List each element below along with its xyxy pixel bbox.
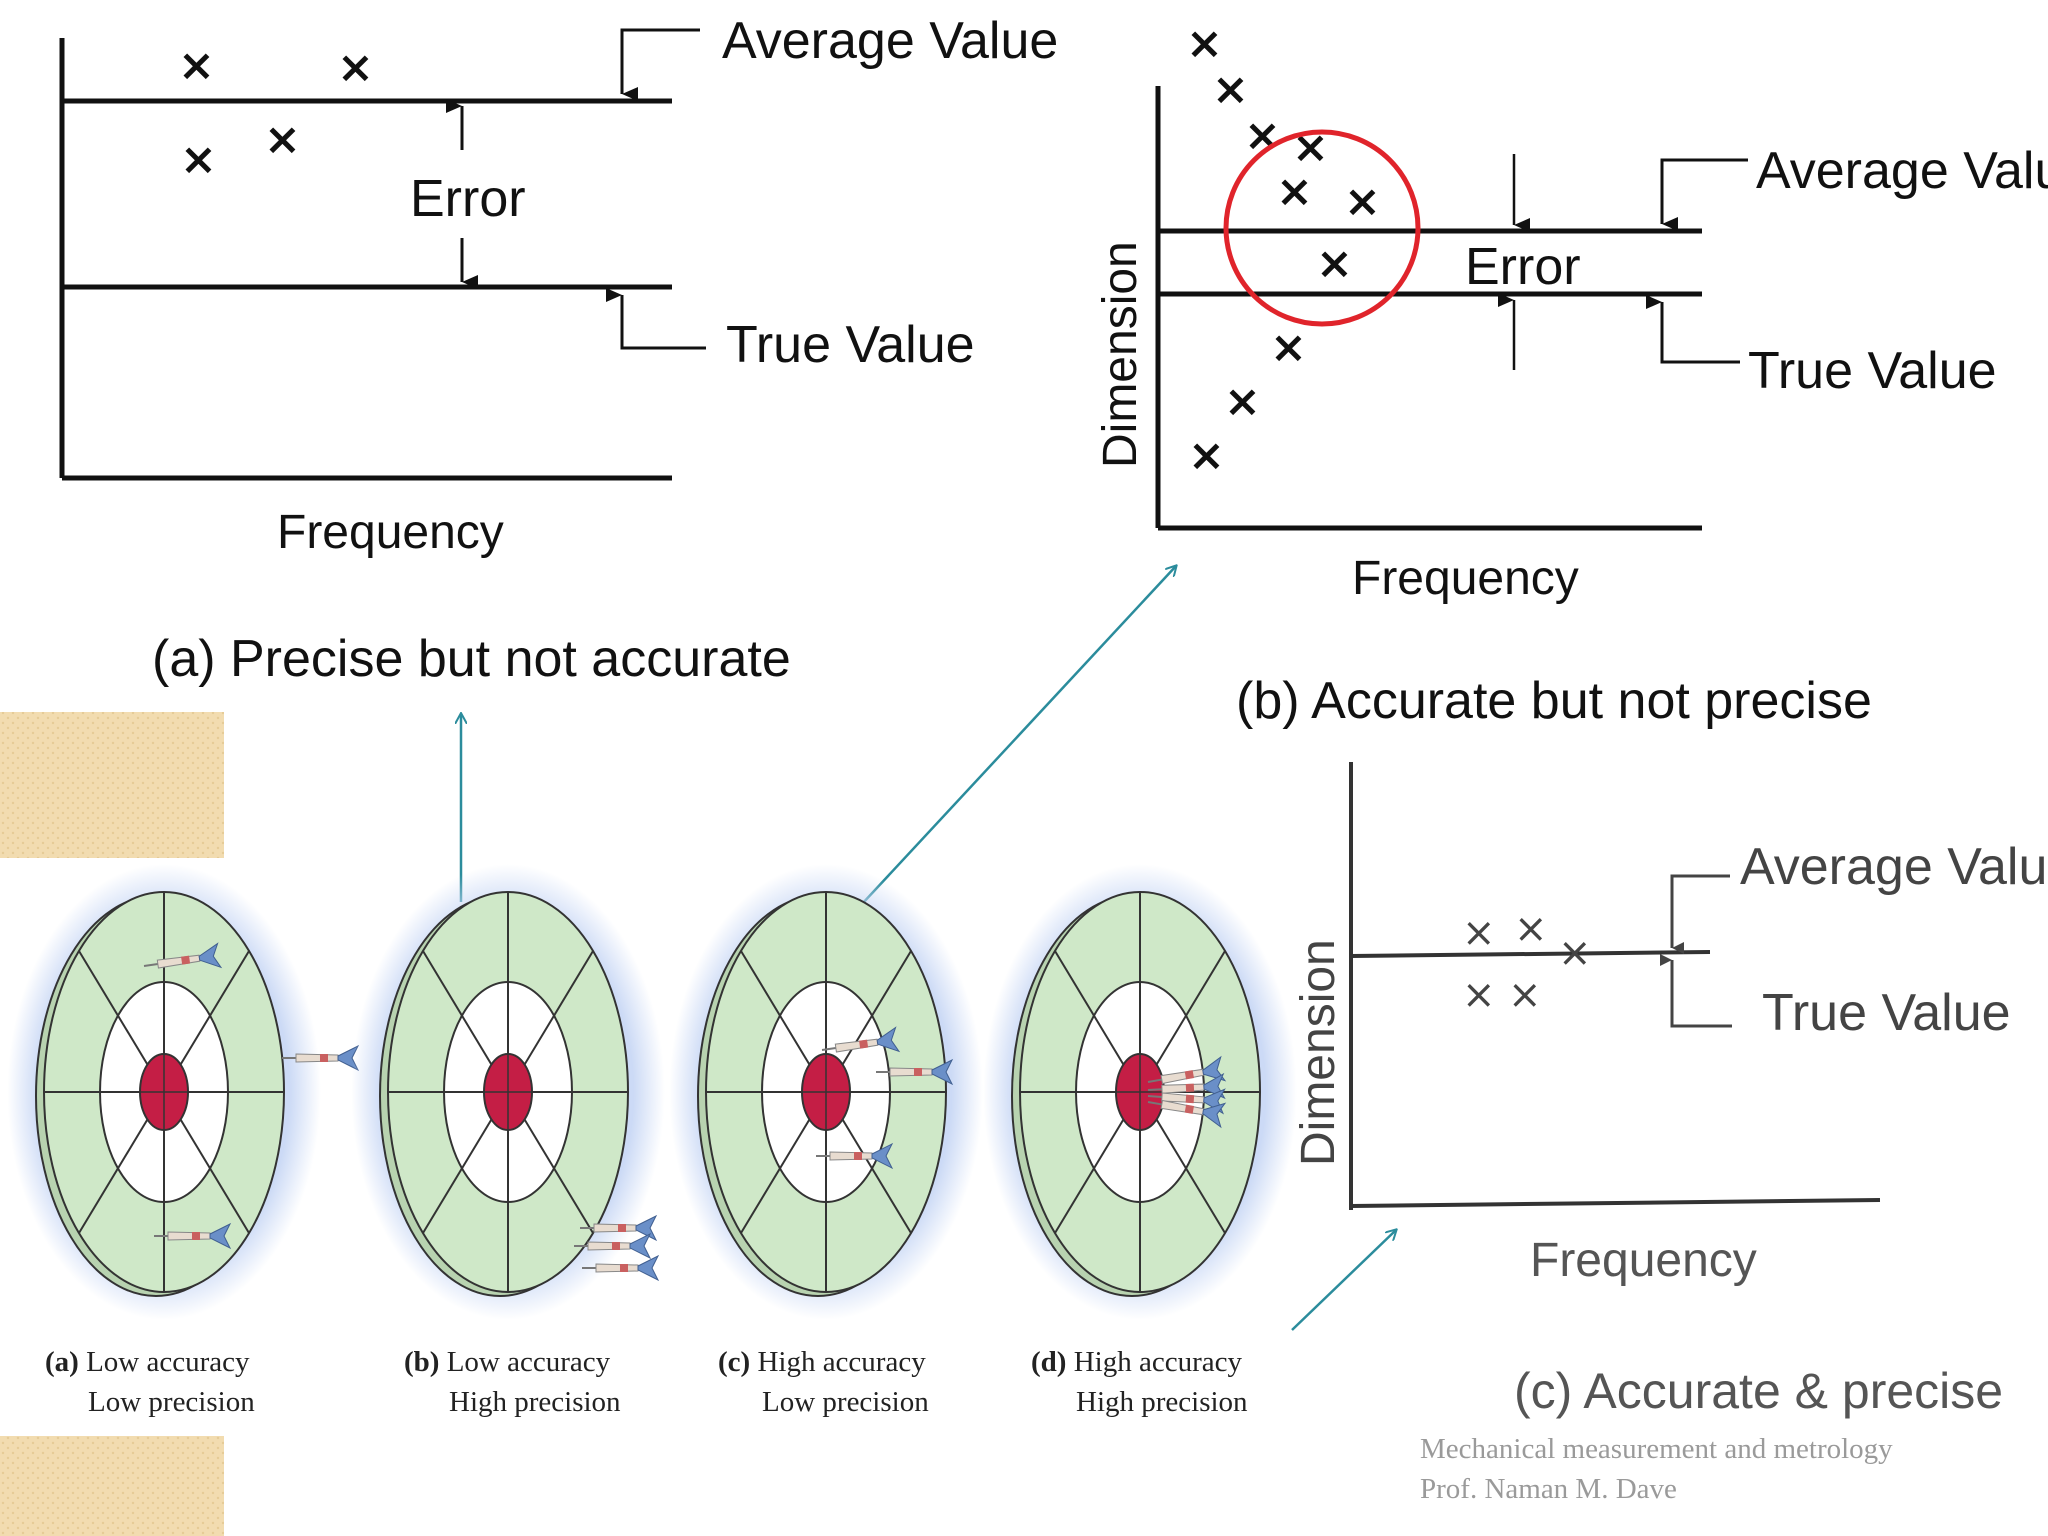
diagram-c-true-label: True Value (1762, 984, 2011, 1042)
dartboard-d-letter: (d) (1031, 1346, 1066, 1378)
diagram-a-caption: (a) Precise but not accurate (152, 630, 791, 688)
diagram-c-caption: (c) Accurate & precise (1514, 1363, 2003, 1419)
diagram-b-caption: (b) Accurate but not precise (1236, 672, 1872, 730)
diagram-c-x-axis (1350, 1198, 1881, 1208)
diagram-b-data-point: × (1224, 376, 1261, 427)
diagram-c-data-point: × (1462, 910, 1496, 956)
diagram-c-x-axis-label: Frequency (1530, 1234, 1757, 1287)
diagram-a-true-leader (606, 288, 706, 350)
diagram-b-average-label: Average Value (1756, 142, 2048, 200)
arrow-board-c-to-diagram-b (861, 566, 1176, 905)
dartboard-d-precision: High precision (1076, 1386, 1248, 1418)
diagram-c-data-point: × (1558, 930, 1592, 976)
dartboard-b-accuracy: Low accuracy (447, 1346, 611, 1378)
dartboard-c-accuracy: High accuracy (757, 1346, 926, 1378)
diagram-a: × × × × Error Average Value True Value F… (59, 12, 1058, 688)
dartboard-a (6, 863, 359, 1321)
dartboard-c-letter: (c) (718, 1346, 750, 1378)
dartboard-b-letter: (b) (404, 1346, 439, 1378)
diagram-b-y-axis-label: Dimension (1094, 241, 1147, 468)
diagram-b-data-point: × (1188, 430, 1225, 481)
diagram-c-y-axis-label: Dimension (1292, 939, 1345, 1166)
diagram-b: Dimension × × × × × × × × × × Error Aver… (1094, 18, 2048, 730)
diagram-a-data-point: × (178, 40, 215, 91)
diagram-b-data-point: × (1212, 64, 1249, 115)
dartboard-b-precision: High precision (449, 1386, 621, 1418)
credit-author: Prof. Naman M. Dave (1420, 1473, 1677, 1505)
diagram-a-data-point: × (337, 42, 374, 93)
diagram-a-data-point: × (264, 114, 301, 165)
diagram-b-data-point: × (1186, 18, 1223, 69)
credit-course: Mechanical measurement and metrology (1420, 1433, 1893, 1465)
diagram-a-error-label: Error (410, 170, 526, 228)
diagram-c: Dimension × × × × × Average Value True V… (1292, 762, 2048, 1419)
diagram-a-x-axis-label: Frequency (277, 506, 504, 559)
diagram-a-data-point: × (180, 134, 217, 185)
dartboard-d-caption-line1: (d) High accuracy (1031, 1346, 1242, 1378)
diagram-b-error-label: Error (1465, 238, 1581, 296)
diagram-c-true-leader (1660, 954, 1732, 1028)
arrow-board-d-to-diagram-c (1291, 1230, 1396, 1331)
dartboard-b-caption-line1: (b) Low accuracy (404, 1346, 611, 1378)
diagram-b-data-point: × (1270, 322, 1307, 373)
diagram-b-true-leader (1646, 295, 1740, 364)
diagram-c-data-point: × (1462, 972, 1496, 1018)
dartboard-c-precision: Low precision (762, 1386, 929, 1418)
diagram-c-average-label: Average Value (1740, 838, 2048, 896)
diagram-b-highlight-circle (1223, 129, 1421, 327)
diagram-c-value-line (1350, 950, 1711, 958)
diagram-b-x-axis-label: Frequency (1352, 552, 1579, 605)
dartboard-a-caption-line1: (a) Low accuracy (45, 1346, 250, 1378)
diagram-a-average-leader (620, 28, 700, 101)
dartboard-b (350, 863, 666, 1321)
diagram-b-data-point: × (1344, 176, 1381, 227)
dartboard-a-letter: (a) (45, 1346, 79, 1378)
diagram-b-data-point: × (1276, 166, 1313, 217)
diagram-c-average-leader (1670, 874, 1730, 954)
dartboard-c (668, 863, 984, 1321)
dartboard-c-caption-line1: (c) High accuracy (718, 1346, 926, 1378)
diagram-b-true-label: True Value (1748, 342, 1997, 400)
tan-block-left (0, 712, 224, 858)
diagram-a-true-label: True Value (726, 316, 975, 374)
dartboard-d (982, 863, 1298, 1321)
pointer-arrows (461, 566, 1396, 1331)
tan-block-bottom (0, 1436, 224, 1536)
diagram-c-data-point: × (1508, 972, 1542, 1018)
diagram-b-data-point: × (1316, 238, 1353, 289)
dartboard-a-accuracy: Low accuracy (86, 1346, 250, 1378)
diagram-b-average-leader (1660, 158, 1748, 231)
dartboard-a-precision: Low precision (88, 1386, 255, 1418)
diagram-a-average-label: Average Value (722, 12, 1058, 70)
dartboard-d-accuracy: High accuracy (1074, 1346, 1243, 1378)
diagram-c-data-point: × (1514, 906, 1548, 952)
